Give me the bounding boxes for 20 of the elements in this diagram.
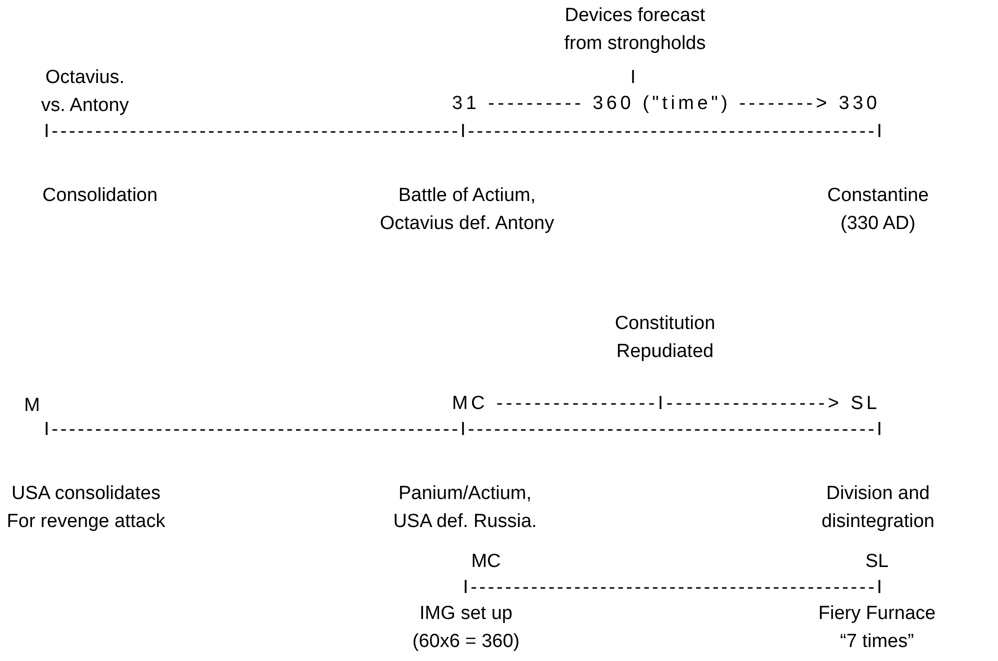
tick-mark-label: I [629, 66, 637, 90]
timeline-text: I-----------------------------------------------I-----------------------------------------------I [44, 120, 884, 144]
name-label: Octavius. vs. Antony [40, 66, 130, 118]
event-label: Panium/Actium, USA def. Russia. [392, 482, 538, 534]
event-label: Fiery Furnace “7 times” [817, 602, 937, 654]
event-label: USA consolidates For revenge attack [6, 482, 166, 534]
event-label: Division and disintegration [820, 482, 936, 534]
marker-label: SL [864, 550, 890, 574]
event-label: Battle of Actium, Octavius def. Antony [378, 184, 556, 236]
note-label: Constitution Repudiated [614, 312, 716, 364]
timeline-text: I-----------------------------------------------I [463, 576, 884, 600]
event-label: Constantine (330 AD) [826, 184, 930, 236]
note-label: Devices forecast from strongholds [563, 4, 707, 56]
time-scale-label: MC -----------------I-----------------> SL [452, 392, 880, 416]
marker-label: MC [470, 550, 502, 574]
event-label: Consolidation [41, 184, 159, 208]
event-label: IMG set up (60x6 = 360) [411, 602, 521, 654]
timeline-text: I-----------------------------------------------I-----------------------------------------------I [44, 418, 884, 442]
time-scale-label: 31 ---------- 360 ("time") --------> 330 [452, 92, 880, 116]
marker-label: M [23, 394, 41, 418]
